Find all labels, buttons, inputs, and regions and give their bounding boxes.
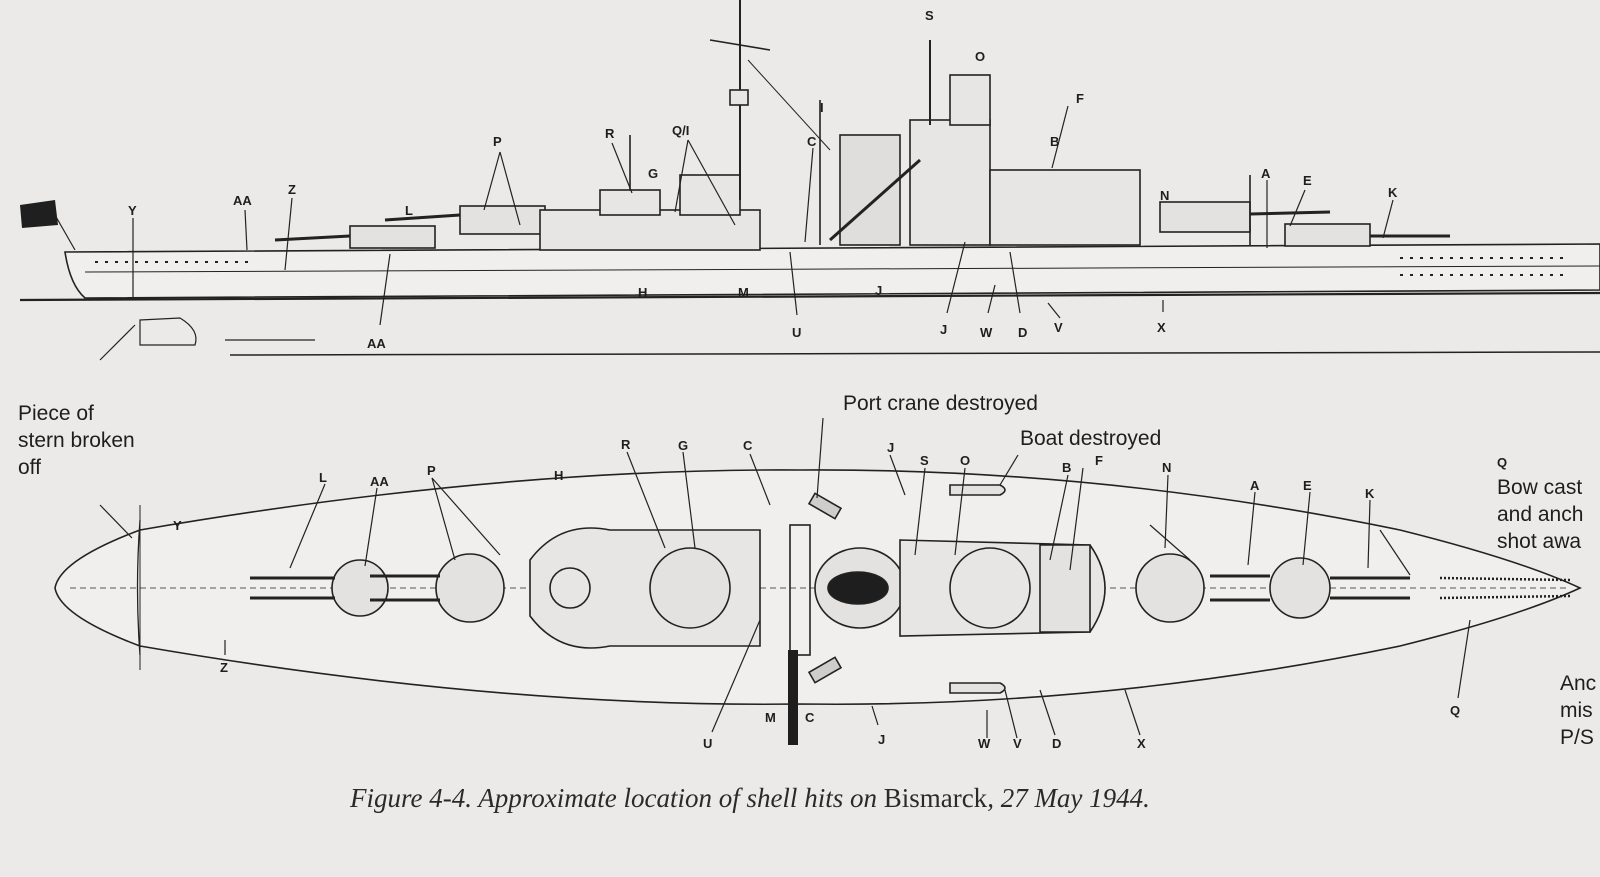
plan-label: J	[878, 732, 885, 747]
plan-leaders	[99, 417, 1471, 739]
anchor-note-line: P/S	[1560, 726, 1594, 749]
plan-label: AA	[370, 474, 389, 489]
side-label: M	[738, 285, 749, 300]
side-label: H	[638, 285, 647, 300]
side-label: J	[940, 322, 947, 337]
side-label: D	[1018, 325, 1027, 340]
plan-labels: L AA P H R G C J S O B F N A E K Y Z U M…	[173, 437, 1507, 751]
side-label: X	[1157, 320, 1166, 335]
plan-label: A	[1250, 478, 1260, 493]
stern-flag	[20, 200, 58, 228]
side-label: A	[1261, 166, 1271, 181]
side-label: P	[493, 134, 502, 149]
plan-label: C	[743, 438, 753, 453]
caption-ship: Bismarck	[883, 783, 988, 813]
caption-prefix: Figure 4-4. Approximate location of shel…	[350, 783, 884, 813]
plan-label: F	[1095, 453, 1103, 468]
plan-label: U	[703, 736, 712, 751]
side-labels: Y AA Z L P R G Q/I C I S O F B N A E K A…	[128, 8, 1398, 351]
plan-label: X	[1137, 736, 1146, 751]
side-view	[19, 0, 1600, 356]
plan-label: R	[621, 437, 631, 452]
side-label: AA	[367, 336, 386, 351]
plan-label: D	[1052, 736, 1061, 751]
plan-label: M	[765, 710, 776, 725]
stern-note-line: off	[18, 456, 41, 479]
plan-label: J	[887, 440, 894, 455]
stern-note-line: Piece of	[18, 402, 94, 425]
side-label: Y	[128, 203, 137, 218]
side-label: R	[605, 126, 615, 141]
bow-note-line: Bow cast	[1497, 476, 1582, 499]
port-crane-note: Port crane destroyed	[843, 392, 1038, 415]
caption-suffix: , 27 May 1944.	[987, 783, 1150, 813]
side-label: L	[405, 203, 413, 218]
side-label: S	[925, 8, 934, 23]
side-label: N	[1160, 188, 1169, 203]
anchor-note-line: Anc	[1560, 672, 1596, 695]
side-label: E	[1303, 173, 1312, 188]
bow-note-line: and anch	[1497, 503, 1583, 526]
plan-label: K	[1365, 486, 1375, 501]
boat-note: Boat destroyed	[1020, 427, 1161, 450]
annotations: Piece of stern broken off Port crane des…	[18, 392, 1596, 749]
stern-note-line: stern broken	[18, 429, 135, 452]
plan-label: O	[960, 453, 970, 468]
plan-label: W	[978, 736, 991, 751]
plan-label: Q	[1450, 703, 1460, 718]
plan-label: G	[678, 438, 688, 453]
plan-label: V	[1013, 736, 1022, 751]
figure-caption: Figure 4-4. Approximate location of shel…	[350, 783, 1370, 814]
side-label: I	[820, 100, 824, 115]
side-label: Z	[288, 182, 296, 197]
side-label: B	[1050, 134, 1059, 149]
plan-label: C	[805, 710, 815, 725]
plan-label: Y	[173, 518, 182, 533]
side-label: K	[1388, 185, 1398, 200]
side-label: AA	[233, 193, 252, 208]
anchor-note-line: mis	[1560, 699, 1593, 722]
side-label: F	[1076, 91, 1084, 106]
plan-label: L	[319, 470, 327, 485]
side-label: J	[875, 283, 882, 298]
side-label: W	[980, 325, 993, 340]
side-hull	[64, 243, 1600, 299]
plan-view	[54, 469, 1582, 745]
side-label: V	[1054, 320, 1063, 335]
side-label: O	[975, 49, 985, 64]
side-label: U	[792, 325, 801, 340]
side-label: C	[807, 134, 817, 149]
plan-label: H	[554, 468, 563, 483]
bow-note-line: shot awa	[1497, 530, 1581, 553]
plan-label: B	[1062, 460, 1071, 475]
side-leaders	[99, 105, 1394, 361]
plan-label: Z	[220, 660, 228, 675]
plan-label: Q	[1497, 455, 1507, 470]
side-label: Q/I	[672, 123, 689, 138]
plan-label: E	[1303, 478, 1312, 493]
plan-label: P	[427, 463, 436, 478]
side-label: G	[648, 166, 658, 181]
plan-label: S	[920, 453, 929, 468]
plan-label: N	[1162, 460, 1171, 475]
